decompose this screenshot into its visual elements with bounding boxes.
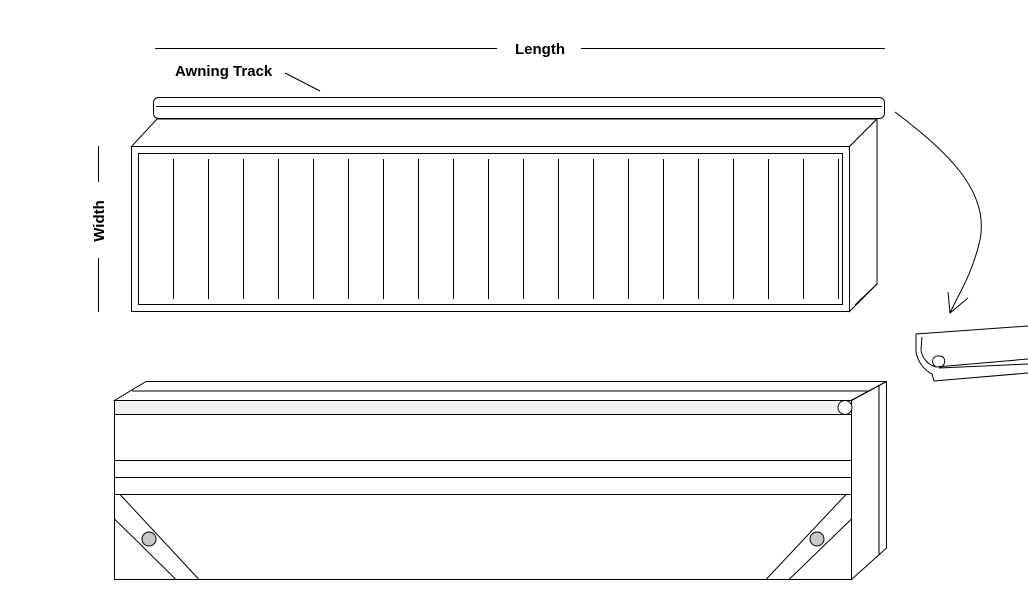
detail-arrow-curve bbox=[894, 111, 982, 314]
bottom-awning-view bbox=[112, 380, 887, 581]
awning-housing-side-face bbox=[851, 380, 887, 581]
awning-housing-front-face bbox=[114, 400, 852, 580]
awning-housing-rail-end-cap bbox=[837, 400, 853, 415]
detail-arrow-head bbox=[947, 291, 969, 314]
awning-box-side-edge bbox=[854, 283, 878, 306]
awning-housing-rail bbox=[114, 400, 852, 415]
left-bracket-bolt bbox=[141, 531, 157, 547]
awning-box-front-face bbox=[131, 146, 850, 312]
width-label: Width bbox=[91, 200, 108, 242]
awning-box-top-face bbox=[130, 118, 879, 147]
right-bracket-diagonal-outer bbox=[788, 518, 852, 580]
awning-track-rail bbox=[153, 97, 885, 119]
top-awning-view bbox=[98, 48, 1028, 382]
awning-box-side-face bbox=[849, 117, 878, 313]
left-bracket-diagonal-outer bbox=[114, 518, 177, 580]
left-bracket-diagonal-inner bbox=[119, 494, 200, 580]
awning-track-label: Awning Track bbox=[175, 63, 273, 80]
awning-track-leader-line bbox=[284, 72, 321, 92]
length-label: Length bbox=[515, 41, 565, 58]
awning-fabric-panel bbox=[138, 153, 843, 305]
awning-slats bbox=[173, 159, 839, 299]
right-bracket-bolt bbox=[809, 531, 825, 547]
track-profile-detail bbox=[915, 325, 1028, 382]
right-bracket-diagonal-inner bbox=[765, 494, 847, 580]
